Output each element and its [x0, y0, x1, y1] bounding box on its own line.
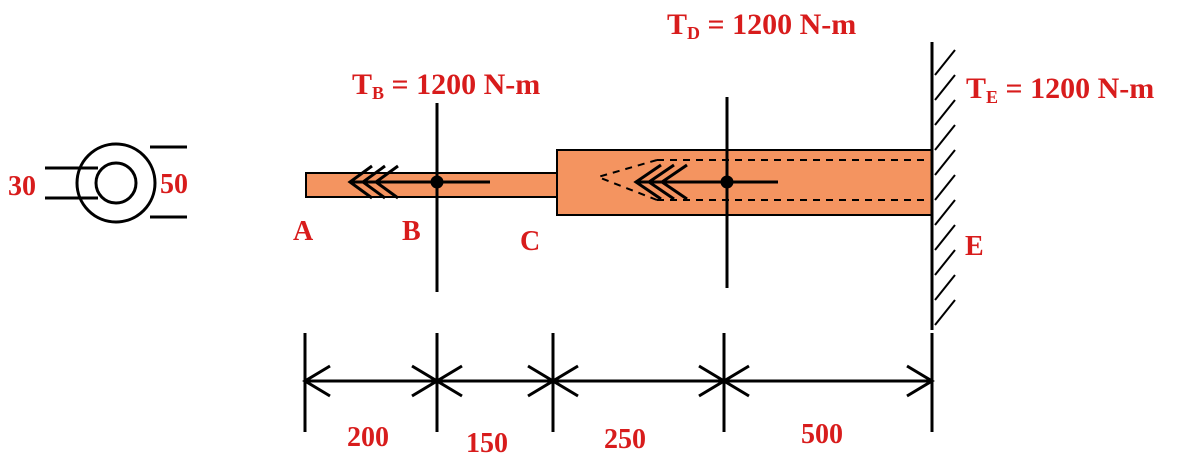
point-label-c: C [520, 226, 540, 257]
fixed-support [930, 42, 956, 330]
inner-circle [94, 161, 138, 205]
dimension-ab: 200 [347, 422, 389, 453]
dimension-bc: 150 [466, 428, 508, 457]
torque-label-e: TE = 1200 N-m [966, 72, 1154, 107]
torque-vector-b [347, 164, 490, 200]
cross-section: 30 50 [8, 142, 188, 224]
inner-diameter-label: 30 [8, 171, 36, 202]
torque-label-b: TB = 1200 N-m [352, 68, 540, 103]
outer-circle [75, 142, 157, 224]
dimension-line [302, 364, 935, 398]
point-label-a: A [293, 216, 314, 247]
torque-vector-d [633, 163, 778, 201]
point-label-e: E [965, 231, 984, 262]
torque-label-d: TD = 1200 N-m [667, 8, 856, 43]
hidden-bore [597, 159, 930, 201]
dimension-de: 500 [801, 419, 843, 450]
outer-diameter-label: 50 [160, 169, 188, 200]
dimension-cd: 250 [604, 424, 646, 455]
point-label-b: B [402, 216, 421, 247]
